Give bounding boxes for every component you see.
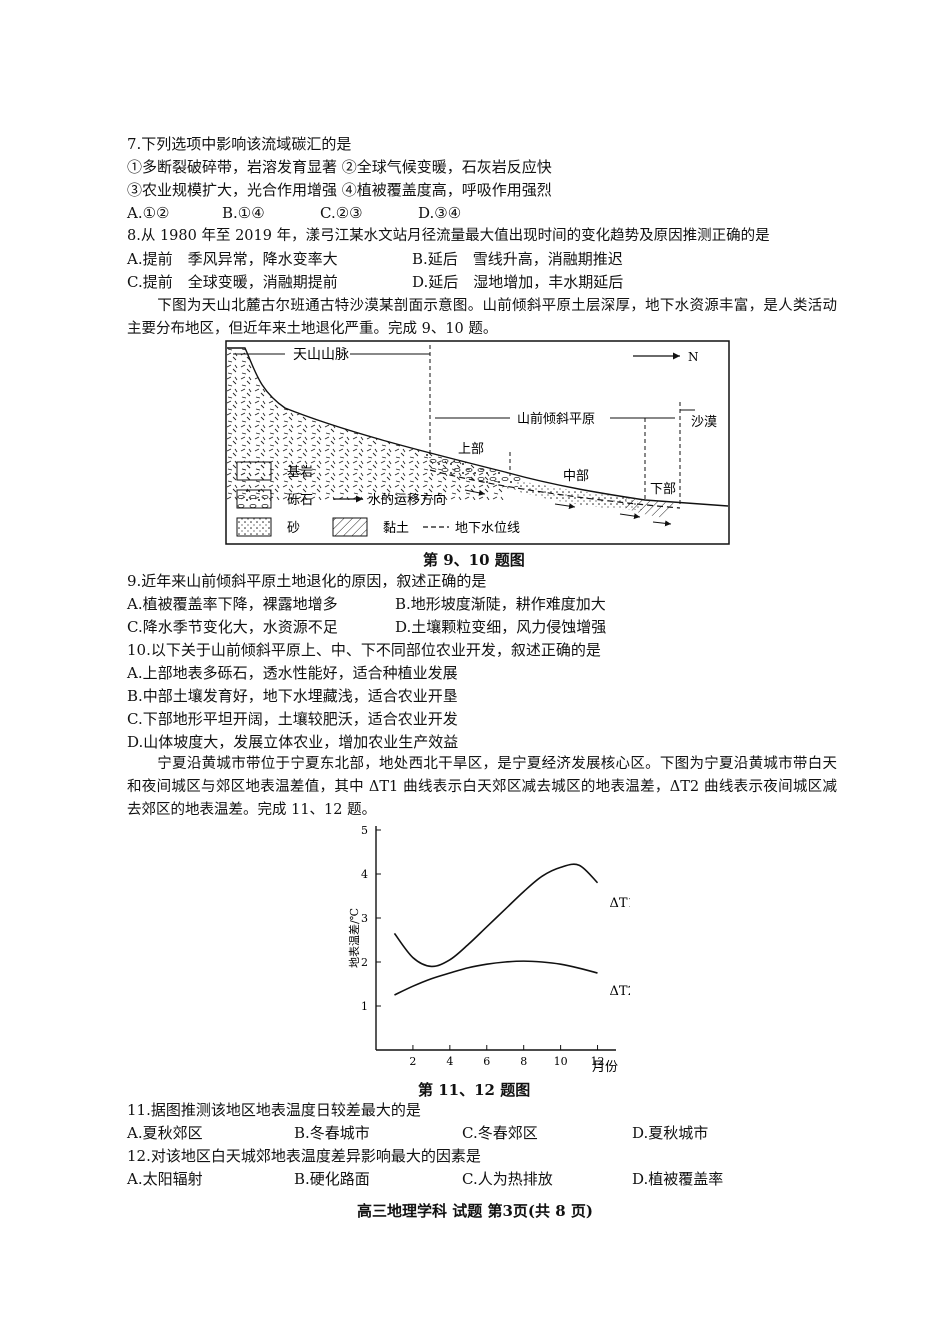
x-tick-label: 4 [446,1055,453,1068]
y-tick-label: 2 [361,956,368,969]
legend-gravel: 砾石 [287,493,313,508]
q11-stem: 11.据图推测该地区地表温度日较差最大的是 [127,1101,421,1119]
q7-line1: ①多断裂破碎带，岩溶发育显著 ②全球气候变暖，石灰岩反应快 [127,158,552,176]
q12-stem: 12.对该地区白天城郊地表温度差异影响最大的因素是 [127,1147,481,1165]
q12-option-b: B.硬化路面 [294,1170,370,1188]
q10-option-c: C.下部地形平坦开阔，土壤较肥沃，适合农业开发 [127,710,458,728]
q7-line2: ③农业规模扩大，光合作用增强 ④植被覆盖度高，呼吸作用强烈 [127,181,552,199]
q12-option-a: A.太阳辐射 [127,1170,203,1188]
q8-option-b: B.延后 雪线升高，消融期推迟 [412,250,623,268]
q10-stem: 10.以下关于山前倾斜平原上、中、下不同部位农业开发，叙述正确的是 [127,641,601,659]
water-table-line [429,469,681,509]
q11-option-c: C.冬春郊区 [462,1124,538,1142]
q9-option-c: C.降水季节变化大，水资源不足 [127,618,338,636]
q8-option-d: D.延后 湿地增加，丰水期延后 [412,273,624,291]
q12-option-d: D.植被覆盖率 [632,1170,724,1188]
lower-label: 下部 [650,482,676,497]
series-label-1: ΔT1 [610,896,630,911]
q10-option-b: B.中部土壤发育好，地下水埋藏浅，适合农业开垦 [127,687,458,705]
q7-option-d: D.③④ [418,204,462,222]
chart-caption: 第 11、12 题图 [418,1081,531,1099]
q7-stem: 7.下列选项中影响该流域碳汇的是 [127,135,352,153]
upper-label: 上部 [458,442,484,457]
middle-label: 中部 [563,469,589,484]
q11-option-d: D.夏秋城市 [632,1124,709,1142]
q9-option-a: A.植被覆盖率下降，裸露地增多 [127,595,338,613]
gravel-layer [425,452,525,490]
y-tick-label: 3 [361,912,368,925]
north-label: N [688,350,699,364]
q7-option-b: B.①④ [222,204,265,222]
q11-option-b: B.冬春城市 [294,1124,370,1142]
q8-option-a: A.提前 季风异常，降水变率大 [127,250,338,268]
x-axis-label: 月份 [592,1060,618,1075]
y-axis-label: 地表温差/℃ [347,908,361,968]
x-tick-label: 10 [554,1055,568,1068]
x-tick-label: 2 [409,1055,416,1068]
q9-option-d: D.土壤颗粒变细，风力侵蚀增强 [395,618,607,636]
mountain-label: 天山山脉 [293,347,349,363]
q12-option-c: C.人为热排放 [462,1170,553,1188]
sand-layer [515,480,645,510]
y-tick-label: 5 [361,824,368,837]
series-line-2 [394,960,598,996]
clay-layer [625,498,680,518]
q10-option-a: A.上部地表多砾石，透水性能好，适合种植业发展 [127,664,458,682]
y-tick-label: 4 [361,868,368,881]
x-tick-label: 8 [520,1055,527,1068]
q8-option-c: C.提前 全球变暖，消融期提前 [127,273,338,291]
figure-legend: 基岩 砾石 水的运移方向 砂 黏土 地下水位线 [236,461,520,537]
legend-clay: 黏土 [383,520,409,536]
q10-option-d: D.山体坡度大，发展立体农业，增加农业生产效益 [127,733,459,751]
x-tick-label: 12 [591,1055,605,1068]
series-line-1 [393,863,599,968]
terrain-surface [227,347,729,507]
q11-option-a: A.夏秋郊区 [127,1124,203,1142]
legend-sand: 砂 [287,521,300,536]
legend-bedrock: 基岩 [287,465,313,480]
q8-stem: 8.从 1980 年至 2019 年，漾弓江某水文站月径流量最大值出现时间的变化… [127,228,770,244]
plain-label: 山前倾斜平原 [517,411,595,427]
q7-option-a: A.①② [127,204,170,222]
legend-water-table: 地下水位线 [455,521,520,536]
x-tick-label: 6 [483,1055,490,1068]
intro-9-10: 下图为天山北麓古尔班通古特沙漠某剖面示意图。山前倾斜平原土层深厚，地下水资源丰富… [127,298,837,337]
cross-section-figure: 天山山脉 N 山前倾斜平原 沙漠 上部 中部 下部 基岩 砾石 水的运移方向 砂… [225,340,730,545]
desert-label: 沙漠 [691,415,717,430]
q9-stem: 9.近年来山前倾斜平原土地退化的原因，叙述正确的是 [127,572,487,590]
figure1-caption: 第 9、10 题图 [423,551,525,569]
q7-option-c: C.②③ [320,204,363,222]
intro-11-12: 宁夏沿黄城市带位于宁夏东北部，地处西北干旱区，是宁夏经济发展核心区。下图为宁夏沿… [127,756,837,818]
legend-water-move: 水的运移方向 [368,492,446,508]
page-footer: 高三地理学科 试题 第3页(共 8 页) [357,1202,593,1220]
series-label-2: ΔT2 [610,984,630,999]
q9-option-b: B.地形坡度渐陡，耕作难度加大 [395,595,606,613]
y-tick-label: 1 [361,1000,368,1013]
